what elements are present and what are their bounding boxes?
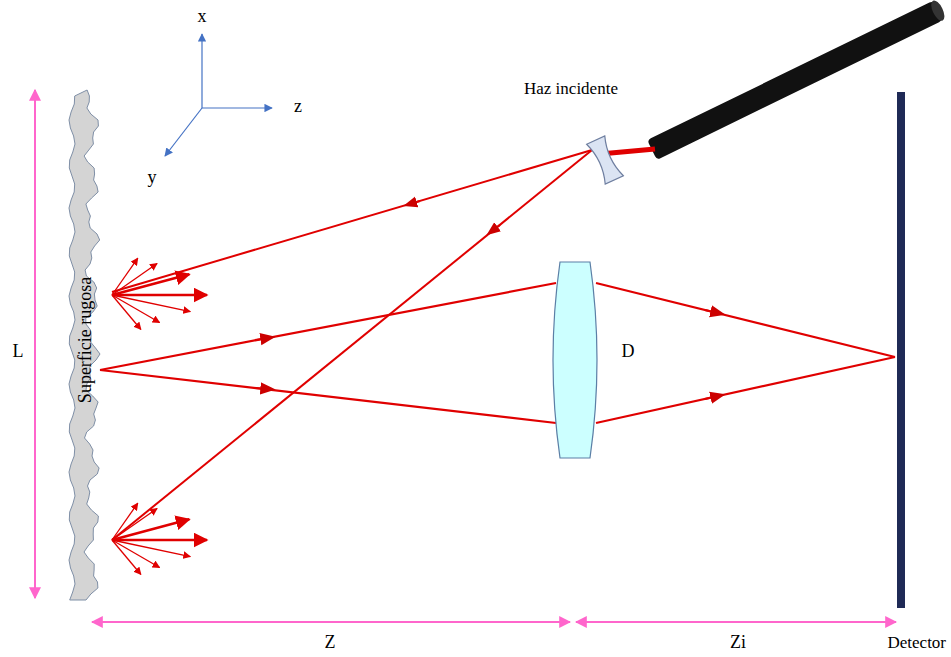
- scatter-ray: [112, 540, 160, 568]
- label: x: [198, 7, 207, 27]
- detector-plate: [897, 92, 905, 608]
- diverging-lens: [587, 136, 624, 184]
- label: L: [13, 342, 24, 362]
- scatter-fans: [112, 258, 207, 574]
- label: Detector: [888, 634, 947, 653]
- label: D: [622, 342, 635, 362]
- label: Z: [325, 633, 336, 653]
- scatter-ray: [112, 539, 207, 542]
- rough-surface: [69, 90, 100, 600]
- imaging-rays: [100, 283, 895, 423]
- label: y: [148, 168, 157, 188]
- scatter-ray: [112, 264, 157, 296]
- dimension-z: [92, 621, 570, 623]
- label: Superficie rugosa: [76, 277, 96, 403]
- scatter-ray: [112, 519, 189, 540]
- dimension-zi: [576, 621, 896, 623]
- scatter-ray: [112, 295, 160, 323]
- axes: [165, 34, 272, 156]
- scatter-ray: [112, 509, 157, 541]
- imaging-lens: [553, 262, 597, 458]
- label: z: [294, 97, 302, 117]
- laser: [647, 0, 947, 160]
- scatter-ray: [112, 294, 207, 297]
- label: Haz incidente: [524, 80, 618, 99]
- scatter-ray: [112, 274, 189, 295]
- illumination-rays: [112, 150, 592, 540]
- dimension-l: [34, 90, 36, 598]
- label: Zi: [730, 633, 746, 653]
- scatter-ray: [112, 540, 141, 575]
- scatter-ray: [112, 295, 141, 330]
